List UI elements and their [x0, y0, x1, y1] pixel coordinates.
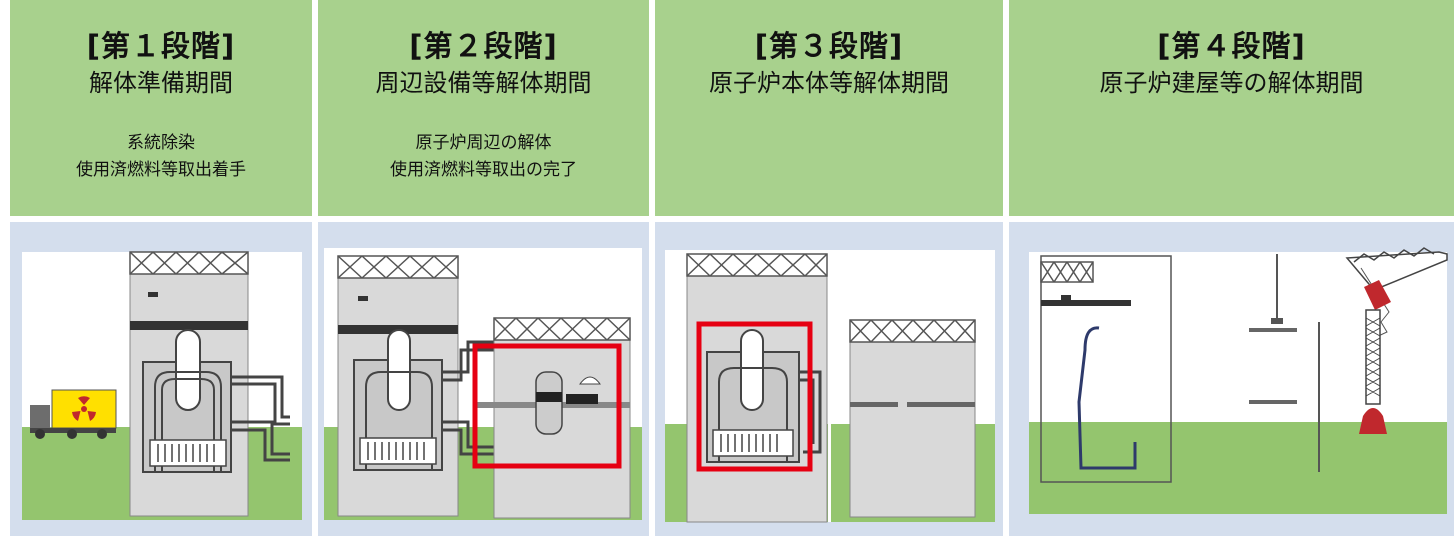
stage-4-illustration	[1029, 247, 1448, 514]
stage-3-illustration	[665, 250, 995, 523]
stage-4-period: 原子炉建屋等の解体期間	[1099, 69, 1364, 97]
stage-3-header: [第３段階] 原子炉本体等解体期間	[655, 0, 1003, 216]
highlight-frame	[472, 343, 622, 469]
radiation-icon	[72, 396, 96, 421]
stage-2-title: [第２段階]	[409, 29, 558, 63]
stage-1-panel	[10, 222, 312, 536]
stage-3-panel	[655, 222, 1003, 536]
stage-4-title: [第４段階]	[1157, 29, 1306, 63]
stage-1-header: [第１段階] 解体準備期間 系統除染 使用済燃料等取出着手	[10, 0, 312, 216]
stage-2-description: 原子炉周辺の解体 使用済燃料等取出の完了	[318, 130, 649, 184]
stage-2-illustration	[324, 248, 642, 520]
stage-1-desc-line1: 系統除染	[127, 133, 195, 153]
stage-2-panel	[318, 222, 649, 536]
stage-1-desc-line2: 使用済燃料等取出着手	[76, 160, 246, 180]
turbine-building	[849, 319, 976, 518]
stage-2-header: [第２段階] 周辺設備等解体期間 原子炉周辺の解体 使用済燃料等取出の完了	[318, 0, 649, 216]
highlight-frame	[696, 321, 813, 472]
truck-icon	[30, 389, 117, 439]
stage-1-description: 系統除染 使用済燃料等取出着手	[10, 130, 312, 184]
stage-3-title: [第３段階]	[754, 29, 904, 63]
stage-4-header: [第４段階] 原子炉建屋等の解体期間	[1009, 0, 1454, 216]
stage-4-panel	[1009, 222, 1454, 536]
building-outline	[1040, 255, 1320, 483]
stage-3-period: 原子炉本体等解体期間	[709, 69, 949, 97]
turbine-building	[476, 317, 631, 519]
stage-1-illustration	[22, 251, 302, 520]
reactor-vessel	[142, 329, 290, 473]
stage-1-period: 解体準備期間	[89, 69, 233, 97]
stage-2-desc-line1: 原子炉周辺の解体	[415, 133, 552, 153]
reactor-vessel	[353, 329, 536, 471]
stage-2-desc-line2: 使用済燃料等取出の完了	[390, 160, 577, 180]
stage-1-title: [第１段階]	[86, 29, 236, 63]
crane-icon	[1271, 247, 1448, 434]
stage-2-period: 周辺設備等解体期間	[375, 69, 592, 97]
